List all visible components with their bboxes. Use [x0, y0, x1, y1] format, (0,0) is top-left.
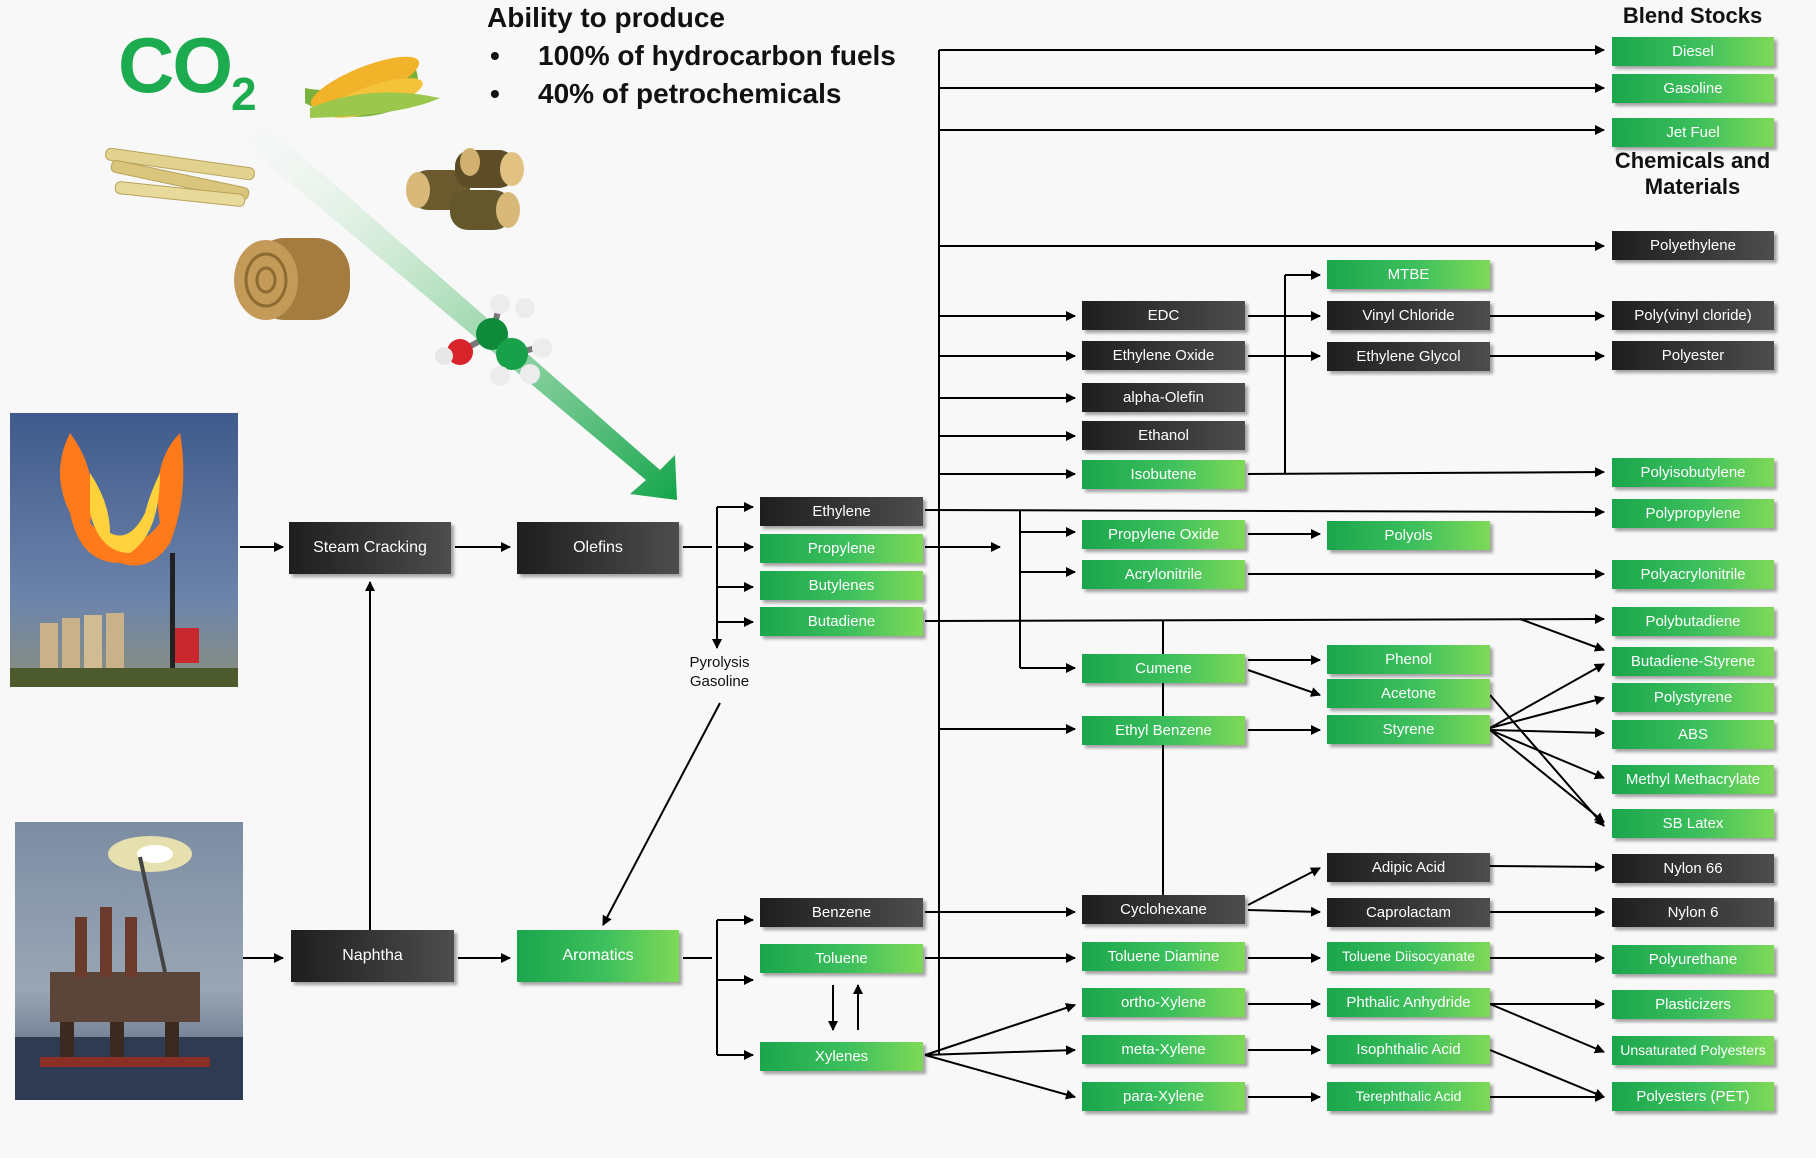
node-sbl: SB Latex	[1612, 809, 1774, 838]
node-benzene: Benzene	[760, 898, 923, 927]
node-tpa: Terephthalic Acid	[1327, 1082, 1490, 1111]
connector	[924, 614, 1605, 625]
node-px: para-Xylene	[1082, 1082, 1245, 1111]
corn-image	[290, 28, 450, 128]
node-xylenes: Xylenes	[760, 1042, 923, 1071]
connector	[1489, 727, 1605, 738]
connector	[1247, 867, 1321, 906]
connector	[1489, 1003, 1605, 1054]
node-cumene: Cumene	[1082, 654, 1245, 683]
node-naphtha: Naphtha	[291, 930, 454, 982]
connector	[1489, 729, 1605, 780]
node-edc: EDC	[1082, 301, 1245, 330]
node-ipa: Isophthalic Acid	[1327, 1035, 1490, 1064]
node-ps: Polystyrene	[1612, 683, 1774, 712]
node-pan: Polyacrylonitrile	[1612, 560, 1774, 589]
node-butadiene: Butadiene	[760, 607, 923, 636]
node-po: Propylene Oxide	[1082, 520, 1245, 549]
node-pbd: Polybutadiene	[1612, 607, 1774, 636]
node-tdi: Toluene Diisocyanate	[1327, 942, 1490, 971]
node-isobutene: Isobutene	[1082, 460, 1245, 489]
molecule-image	[430, 292, 560, 387]
node-pe: Polyethylene	[1612, 231, 1774, 260]
offshore-platform-photo	[15, 822, 243, 1100]
node-ethylene: Ethylene	[760, 497, 923, 526]
connector	[1489, 695, 1605, 729]
hay-bale-image	[228, 230, 353, 325]
connector	[924, 1054, 1076, 1100]
sugarcane-image	[100, 148, 260, 216]
node-pib: Polyisobutylene	[1612, 458, 1774, 487]
node-ox: ortho-Xylene	[1082, 988, 1245, 1017]
node-mtbe: MTBE	[1327, 260, 1490, 289]
node-eo: Ethylene Oxide	[1082, 341, 1245, 370]
node-butylenes: Butylenes	[760, 571, 923, 600]
node-diesel: Diesel	[1612, 37, 1774, 66]
node-abs: ABS	[1612, 720, 1774, 749]
connector	[1519, 618, 1605, 652]
connector	[1489, 663, 1605, 729]
node-phenol: Phenol	[1327, 645, 1490, 674]
node-olefins: Olefins	[517, 522, 679, 574]
node-polyester: Polyester	[1612, 341, 1774, 370]
node-styrene: Styrene	[1327, 715, 1490, 744]
node-propylene: Propylene	[760, 534, 923, 563]
node-polyols: Polyols	[1327, 521, 1490, 550]
node-nylon6: Nylon 6	[1612, 898, 1774, 927]
node-eg: Ethylene Glycol	[1327, 342, 1490, 371]
wood-logs-image	[400, 140, 530, 240]
node-mx: meta-Xylene	[1082, 1035, 1245, 1064]
connector	[1247, 669, 1321, 697]
node-gasoline: Gasoline	[1612, 74, 1774, 103]
connector	[924, 1003, 1076, 1056]
connector	[1489, 729, 1605, 823]
connector	[924, 506, 1605, 517]
node-tdiamine: Toluene Diamine	[1082, 942, 1245, 971]
node-acetone: Acetone	[1327, 679, 1490, 708]
node-jet: Jet Fuel	[1612, 118, 1774, 147]
connector	[1489, 694, 1605, 827]
node-pa: Phthalic Anhydride	[1327, 988, 1490, 1017]
node-aolefin: alpha-Olefin	[1082, 383, 1245, 412]
co2-conversion-arrow	[214, 98, 677, 500]
node-bs: Butadiene-Styrene	[1612, 647, 1774, 676]
connector	[1247, 467, 1605, 478]
node-pu: Polyurethane	[1612, 945, 1774, 974]
node-pet: Polyesters (PET)	[1612, 1082, 1774, 1111]
bullet-fuels: •100% of hydrocarbon fuels	[490, 40, 896, 71]
node-aromatics: Aromatics	[517, 930, 679, 982]
node-upe: Unsaturated Polyesters	[1612, 1036, 1774, 1065]
co2-label: CO2	[118, 21, 257, 120]
node-mma: Methyl Methacrylate	[1612, 765, 1774, 794]
node-cyclohex: Cyclohexane	[1082, 895, 1245, 924]
node-adipic: Adipic Acid	[1327, 853, 1490, 882]
node-pvc: Poly(vinyl cloride)	[1612, 301, 1774, 330]
node-nylon66: Nylon 66	[1612, 854, 1774, 883]
bullet-petrochemicals: •40% of petrochemicals	[490, 78, 842, 109]
connector	[1489, 861, 1605, 872]
node-steam: Steam Cracking	[289, 522, 451, 574]
node-ebenz: Ethyl Benzene	[1082, 716, 1245, 745]
ability-title: Ability to produce	[487, 2, 725, 33]
connector	[1247, 906, 1321, 917]
node-plast: Plasticizers	[1612, 990, 1774, 1019]
node-acn: Acrylonitrile	[1082, 560, 1245, 589]
node-ethanol: Ethanol	[1082, 421, 1245, 450]
node-vc: Vinyl Chloride	[1327, 301, 1490, 330]
node-pp: Polypropylene	[1612, 499, 1774, 528]
connector	[602, 702, 721, 926]
gas-flare-photo	[10, 413, 238, 687]
connector	[1489, 1049, 1605, 1099]
node-caprolactam: Caprolactam	[1327, 898, 1490, 927]
node-toluene: Toluene	[760, 944, 923, 973]
connector	[924, 1045, 1076, 1056]
blend-stocks-heading: Blend Stocks	[1622, 3, 1763, 28]
